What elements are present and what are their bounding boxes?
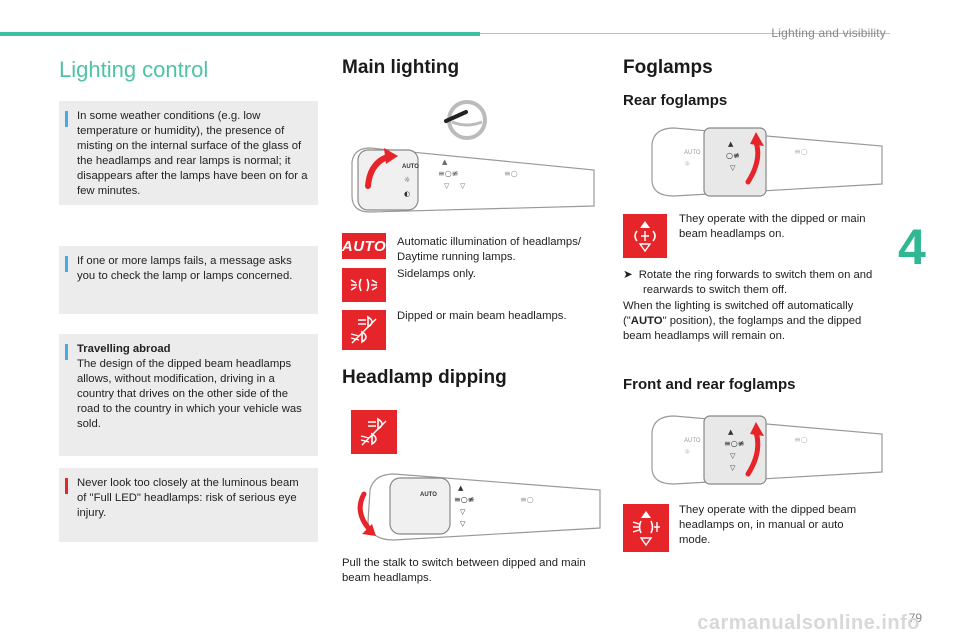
svg-text:AUTO: AUTO [684,438,701,444]
svg-text:☼: ☼ [404,176,410,184]
rear-foglamp-icon-text: They operate with the dipped or main bea… [679,213,866,240]
warning-icon [65,478,68,494]
info-note-travelling-abroad: Travelling abroad The design of the dipp… [59,334,318,456]
info-icon [65,256,68,272]
svg-text:▽: ▽ [460,508,466,516]
rear-foglamps-heading: Rear foglamps [623,92,728,109]
rear-foglamp-note: When the lighting is switched off automa… [623,300,862,342]
section-title: Lighting and visibility [771,26,886,40]
svg-text:≡○≢: ≡○≢ [454,495,474,504]
page-number: 79 [908,611,922,625]
svg-text:▲: ▲ [728,428,734,436]
svg-text:▽: ▽ [730,464,736,472]
svg-text:≡○: ≡○ [504,169,518,178]
svg-text:≡○: ≡○ [794,435,808,444]
svg-text:○≢: ○≢ [726,151,740,160]
dipped-main-beam-icon [351,410,397,454]
svg-text:≡○≢: ≡○≢ [724,439,744,448]
legend-auto-text: Automatic illumination of headlamps/ Day… [397,236,581,263]
svg-text:▽: ▽ [460,520,466,528]
note-text: If one or more lamps fails, a message as… [77,255,293,282]
rear-foglamp-icon [623,214,667,258]
front-rear-foglamp-stalk-illustration: ▲ ≡○≢ ▽ ▽ AUTO ☼ ≡○ [651,415,883,485]
legend-sidelamps-text: Sidelamps only. [397,268,476,280]
info-note-lamp-failure: If one or more lamps fails, a message as… [59,246,318,314]
svg-text:≡○: ≡○ [794,147,808,156]
stalk-auto-label: AUTO [420,492,437,498]
legend-dipped-main-text: Dipped or main beam headlamps. [397,310,567,322]
svg-text:≡○: ≡○ [520,495,534,504]
stalk-auto-label: AUTO [402,164,419,170]
dipped-main-beam-icon [342,310,386,350]
svg-text:▲: ▲ [442,158,448,166]
arrow-bullet-icon: ➤ [623,269,639,281]
svg-text:≡○≢: ≡○≢ [438,169,458,178]
watermark: carmanualsonline.info [697,612,920,634]
svg-text:AUTO: AUTO [684,150,701,156]
headlamp-dipping-heading: Headlamp dipping [342,367,507,388]
svg-text:◐: ◐ [404,190,410,198]
svg-text:☼: ☼ [684,160,690,168]
svg-text:▽: ▽ [444,182,450,190]
dipping-stalk-illustration: AUTO ▲ ≡○≢ ▽ ▽ ≡○ [357,473,601,541]
note-text: The design of the dipped beam headlamps … [77,358,302,430]
front-rear-foglamps-heading: Front and rear foglamps [623,376,796,393]
rear-foglamp-instruction: ➤ Rotate the ring forwards to switch the… [623,269,873,296]
note-text: Never look too closely at the luminous b… [77,477,299,519]
svg-text:▲: ▲ [728,140,734,148]
main-lighting-heading: Main lighting [342,57,460,78]
header-accent-bar [0,32,480,36]
lighting-stalk-illustration: AUTO ☼ ◐ ▲ ≡○≢ ▽ ▽ ≡○ [351,147,595,213]
header-rule [480,33,890,34]
svg-text:▽: ▽ [730,164,736,172]
note-heading: Travelling abroad [77,343,171,355]
sidelamps-icon [342,268,386,302]
info-note-misting: In some weather conditions (e.g. low tem… [59,101,318,205]
svg-text:☼: ☼ [684,448,690,456]
warning-note-led: Never look too closely at the luminous b… [59,468,318,542]
front-rear-foglamp-icon [623,504,669,552]
svg-text:▽: ▽ [460,182,466,190]
front-rear-foglamp-text: They operate with the dipped beam headla… [679,504,857,546]
info-icon [65,344,68,360]
info-icon [65,111,68,127]
steering-wheel-icon [444,100,487,140]
page-title: Lighting control [59,57,209,82]
dipping-instruction: Pull the stalk to switch between dipped … [342,557,586,584]
foglamps-heading: Foglamps [623,57,713,78]
svg-text:▲: ▲ [458,484,464,492]
note-text: In some weather conditions (e.g. low tem… [77,110,308,197]
auto-icon: AUTO [342,233,386,259]
chapter-number: 4 [898,219,926,275]
rear-foglamp-stalk-illustration: ▲ ○≢ ▽ AUTO ☼ ≡○ [651,127,883,197]
svg-text:▽: ▽ [730,452,736,460]
